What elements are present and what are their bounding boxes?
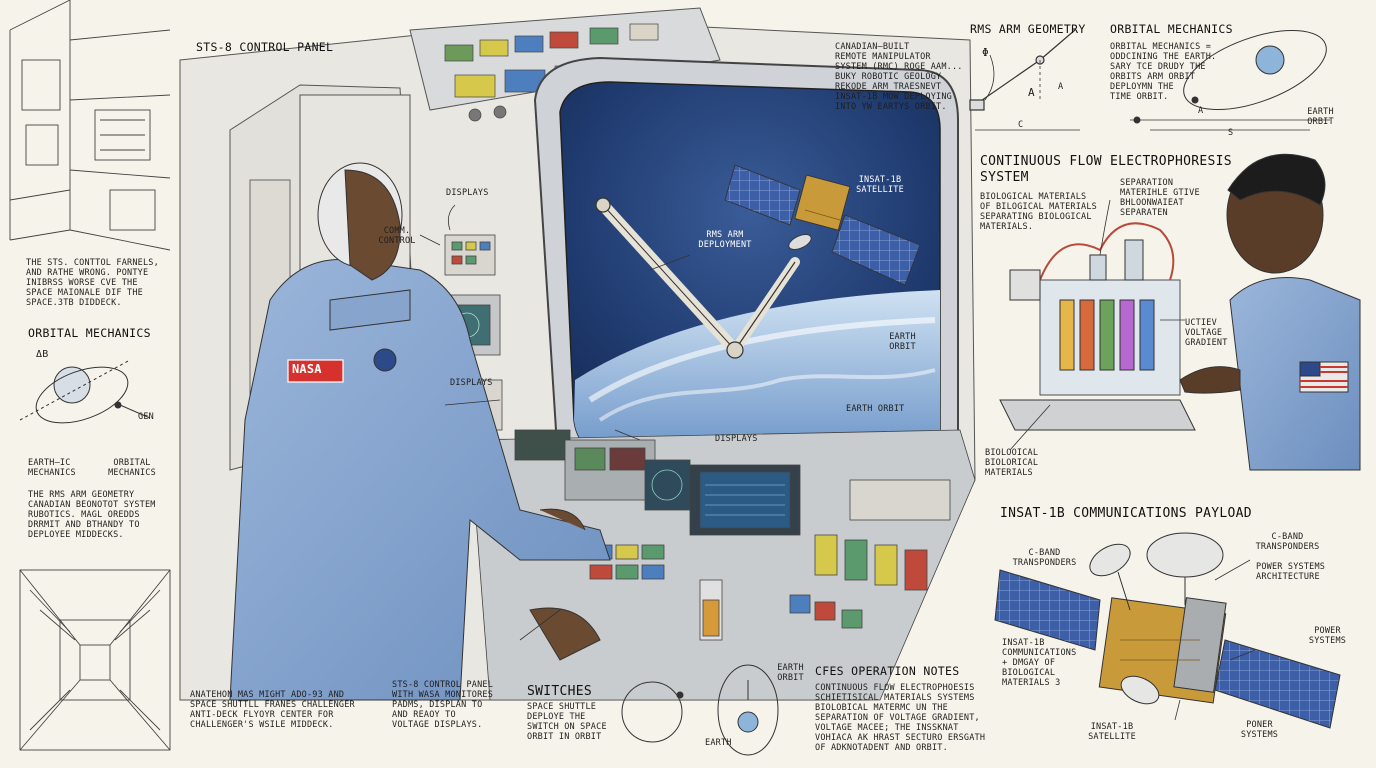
label-insat-communications: INSAT-1B COMMUNICATIONS + DMGAY OF BIOLO… [1002, 638, 1077, 688]
orbit-label-a: A [1198, 106, 1204, 116]
heading-cfes-line2: SYSTEM [980, 170, 1029, 185]
label-poner-systems: PONER SYSTEMS [1240, 720, 1279, 740]
heading-insat-payload: INSAT-1B COMMUNICATIONS PAYLOAD [1000, 506, 1252, 521]
cockpit-window [533, 56, 959, 471]
geom-label-phi: φ [982, 46, 989, 59]
annotation-arrows [419, 199, 1256, 721]
label-earth-ic-mechanics: EARTH—IC MECHANICS [28, 458, 76, 478]
label-power-architecture: POWER SYSTEMS ARCHITECTURE [1256, 562, 1326, 582]
label-power-systems: POWER SYSTEMS [1308, 626, 1347, 646]
label-displays-1: DISPLAYS [446, 188, 489, 198]
astronaut-left [229, 162, 611, 701]
label-displays-3: DISPLAYS [715, 434, 758, 444]
label-earth-orbit-bottom: EARTH ORBIT [777, 663, 804, 683]
heading-orbital-mechanics-left: ORBITAL MECHANICS [28, 326, 151, 340]
note-separation: SEPARATION MATERIHLE GTIVE BHLOONWAIEAT … [1120, 178, 1200, 218]
label-insat-satellite-bottom: INSAT-1B SATELLITE [1088, 722, 1136, 742]
cfes-apparatus [999, 222, 1196, 431]
orbit-label-s: S [1228, 128, 1234, 138]
note-cfes-operation: CONTINUOUS FLOW ELECTROPHOESIS SCHIETISI… [815, 683, 986, 753]
note-orbital-top: ORBITAL MECHANICS = ODDCINING THE EARTH.… [1110, 42, 1217, 102]
note-left-top: THE STS. CONTTOL FARNELS, AND RATHE WRON… [26, 258, 159, 308]
label-insat-satellite: INSAT-1B SATELLITE [856, 175, 904, 195]
label-c-band-right: C-BAND TRANSPONDERS [1255, 532, 1320, 552]
label-earth-orbit-2: EARTH ORBIT [846, 404, 905, 414]
label-earth-bottom: EARTH [705, 738, 732, 748]
label-delta-b: ΔB [36, 349, 49, 360]
heading-switches: SWITCHES [527, 684, 593, 699]
rms-geometry-diagram [969, 29, 1080, 131]
label-earth-orbit-top: EARTH ORBIT [1307, 107, 1334, 127]
heading-rms-geometry: RMS ARM GEOMETRY [970, 22, 1086, 36]
label-c-band-left: C-BAND TRANSPONDERS [1012, 548, 1077, 568]
label-displays-2: DISPLAYS [450, 378, 493, 388]
geom-label-alpha: α [1028, 86, 1035, 99]
heading-orbital-mechanics-top: ORBITAL MECHANICS [1110, 22, 1233, 36]
note-bottom-left: ANATEHON MAS MIGHT ADO-93 AND SPACE SHUT… [190, 690, 355, 730]
insat-payload-diagram [994, 532, 1341, 729]
heading-control-panel: STS-8 CONTROL PANEL [196, 40, 334, 54]
label-comm-control: COMM. CONTROL [378, 226, 416, 246]
orbit-sketches-bottom [621, 664, 779, 756]
label-earth-orbit-1: EARTH ORBIT [889, 332, 916, 352]
orbital-mechanics-diagram-top [1130, 29, 1330, 131]
label-voltage-gradient: UCTIEV VOLTAGE GRADIENT [1185, 318, 1228, 348]
note-switches: SPACE SHUTTLE DEPLOYE THE SWITCH ON SPAC… [527, 702, 607, 742]
heading-cfes-line1: CONTINUOUS FLOW ELECTROPHORESIS [980, 154, 1232, 169]
orbital-diagram-left [19, 359, 151, 424]
note-rms-left: THE RMS ARM GEOMETRY CANADIAN BEONOTOT S… [28, 490, 156, 540]
nasa-patch-text: NASA [292, 362, 322, 376]
corridor-sketch-bottom [19, 569, 171, 751]
geom-label-a: A [1058, 82, 1064, 92]
label-gen: GEN [138, 412, 154, 422]
label-biological-materials: BIOLOOICAL BIOLORICAL MATERIALS [985, 448, 1039, 478]
geom-label-c: C [1018, 120, 1024, 130]
label-orbital-mechanics-small: ORBITAL MECHANICS [108, 458, 156, 478]
insat-satellite-window [724, 164, 921, 286]
heading-cfes-notes: CFES OPERATION NOTES [815, 664, 960, 678]
rms-arm [595, 197, 800, 359]
astronaut-right [1179, 153, 1361, 471]
cabin-sketch-top [9, 0, 171, 251]
note-cfes-materials: BIOLOGICAL MATERIALS OF BILOGICAL MATERI… [980, 192, 1097, 232]
note-bottom-mid: STS-8 CONTROL PANEL WITH WASA MONITORES … [392, 680, 494, 730]
label-rms-deployment: RMS ARM DEPLOYMENT [698, 230, 752, 250]
main-console [469, 429, 976, 701]
note-canadian-rms: CANADIAN—BUILT REMOTE MANIPULATOR SYSTEM… [835, 42, 963, 112]
